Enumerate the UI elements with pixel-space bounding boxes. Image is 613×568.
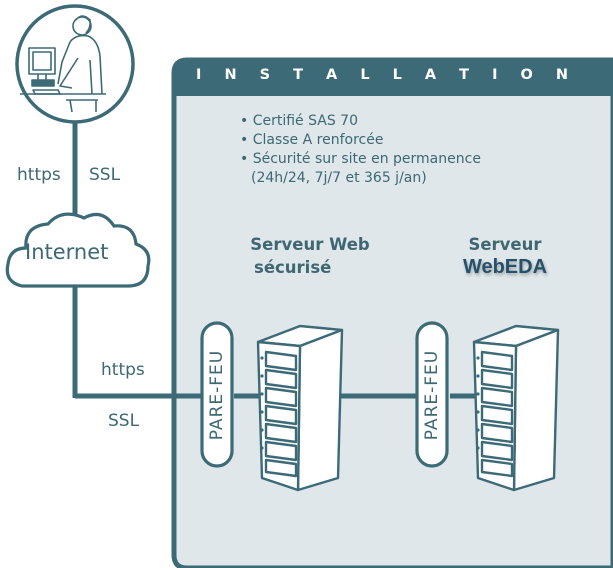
web-server-caption: Serveur Web sécurisé — [250, 235, 370, 277]
webeda-server-icon — [472, 324, 560, 492]
firewall-app-label: PARE-FEU — [422, 349, 442, 441]
internet-label: Internet — [25, 240, 109, 264]
bullet-item: • Sécurité sur site en permanence — [240, 151, 481, 167]
bullet-item: • Certifié SAS 70 — [240, 113, 358, 129]
user-workstation-icon — [15, 4, 135, 124]
internet-cloud-icon — [5, 212, 151, 288]
webeda-server-caption: Serveur WebEDA — [462, 235, 548, 278]
ssl-label-top: SSL — [89, 165, 121, 185]
https-label-top: https — [17, 165, 61, 185]
https-label-bottom: https — [101, 360, 145, 380]
firewall-web-label: PARE-FEU — [207, 349, 227, 441]
bullet-item-continuation: (24h/24, 7j/7 et 365 j/an) — [251, 170, 427, 186]
web-server-icon — [256, 324, 344, 492]
bullet-item: • Classe A renforcée — [240, 132, 384, 148]
certification-list: • Certifié SAS 70 • Classe A renforcée •… — [240, 112, 481, 188]
firewall-app — [415, 321, 449, 468]
firewall-web — [200, 321, 234, 468]
installation-header-bar — [174, 60, 613, 96]
ssl-label-bottom: SSL — [108, 411, 140, 431]
installation-title: I N S T A L L A T I O N — [196, 67, 578, 83]
